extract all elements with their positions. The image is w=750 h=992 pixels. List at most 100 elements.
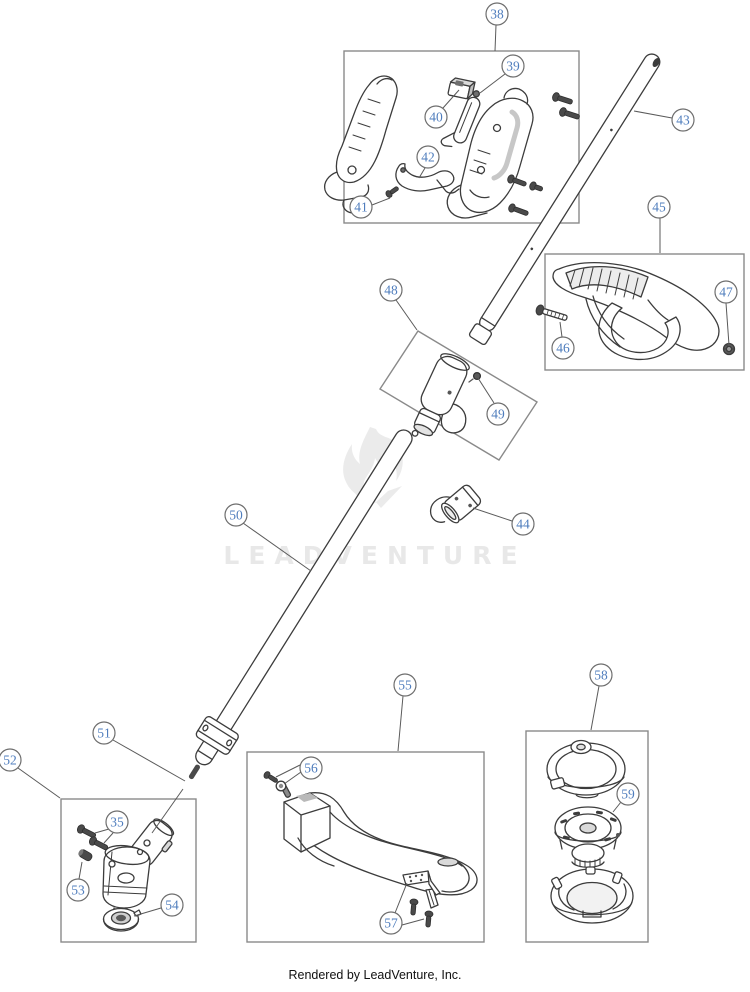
callout-circle-44[interactable] xyxy=(511,512,535,536)
callout-55[interactable]: 55 xyxy=(393,673,417,697)
callout-54[interactable]: 54 xyxy=(160,893,184,917)
leader-line-50 xyxy=(242,522,312,572)
callout-51[interactable]: 51 xyxy=(92,721,116,745)
callout-circle-40[interactable] xyxy=(424,105,448,129)
callout-number-39: 39 xyxy=(506,59,520,74)
callout-circle-56[interactable] xyxy=(299,756,323,780)
leader-line-53 xyxy=(78,861,83,880)
callout-38[interactable]: 38 xyxy=(485,2,509,26)
shaft-clamp xyxy=(195,715,240,756)
callout-59[interactable]: 59 xyxy=(616,782,640,806)
callout-circle-42[interactable] xyxy=(416,145,440,169)
leader-line-56 xyxy=(275,764,301,778)
group-box-52 xyxy=(60,798,197,943)
callout-circle-49[interactable] xyxy=(486,402,510,426)
callout-circle-50[interactable] xyxy=(224,503,248,527)
callout-circle-57[interactable] xyxy=(379,911,403,935)
callout-40[interactable]: 40 xyxy=(424,105,448,129)
callout-39[interactable]: 39 xyxy=(501,54,525,78)
callout-circle-54[interactable] xyxy=(160,893,184,917)
callout-circle-38[interactable] xyxy=(485,2,509,26)
callout-number-48: 48 xyxy=(384,283,398,298)
callout-circle-47[interactable] xyxy=(714,280,738,304)
callout-57[interactable]: 57 xyxy=(379,911,403,935)
dust-washer xyxy=(104,909,142,932)
group-box-55 xyxy=(246,751,485,943)
coupler-assembly xyxy=(407,350,490,448)
handle-nut xyxy=(724,344,735,355)
callout-circle-53[interactable] xyxy=(66,878,90,902)
handle-bolt xyxy=(535,304,568,323)
guard-screw xyxy=(263,770,279,784)
leader-line-43 xyxy=(633,110,673,119)
callout-42[interactable]: 42 xyxy=(416,145,440,169)
callout-48[interactable]: 48 xyxy=(379,278,403,302)
callout-circle-59[interactable] xyxy=(616,782,640,806)
callout-44[interactable]: 44 xyxy=(511,512,535,536)
callout-number-57: 57 xyxy=(384,916,398,931)
callout-number-49: 49 xyxy=(491,407,505,422)
callout-52[interactable]: 52 xyxy=(0,748,22,772)
guard-shield xyxy=(281,784,477,895)
callout-47[interactable]: 47 xyxy=(714,280,738,304)
leader-line-42 xyxy=(418,167,426,179)
callout-circle-46[interactable] xyxy=(551,336,575,360)
switch-screw xyxy=(385,185,400,199)
callout-46[interactable]: 46 xyxy=(551,336,575,360)
callout-circle-51[interactable] xyxy=(92,721,116,745)
callout-58[interactable]: 58 xyxy=(589,663,613,687)
callout-circle-39[interactable] xyxy=(501,54,525,78)
leader-line-40 xyxy=(442,89,460,109)
callout-circle-58[interactable] xyxy=(589,663,613,687)
hanger-clamp xyxy=(425,478,482,533)
gearbox-assembly xyxy=(103,816,180,920)
bump-cap xyxy=(551,867,633,923)
leader-line-41 xyxy=(371,197,391,206)
callout-53[interactable]: 53 xyxy=(66,878,90,902)
guard-washer xyxy=(276,781,286,791)
callout-number-54: 54 xyxy=(165,898,179,913)
group-box-48 xyxy=(379,330,538,461)
callout-50[interactable]: 50 xyxy=(224,503,248,527)
callout-circle-41[interactable] xyxy=(349,195,373,219)
bracket-screws xyxy=(409,899,433,928)
callout-number-50: 50 xyxy=(229,508,243,523)
leader-line-35 xyxy=(94,828,110,834)
trimmer-spool xyxy=(555,807,621,867)
callout-56[interactable]: 56 xyxy=(299,756,323,780)
callout-circle-52[interactable] xyxy=(0,748,22,772)
callout-49[interactable]: 49 xyxy=(486,402,510,426)
callout-45[interactable]: 45 xyxy=(647,195,671,219)
watermark-text: LEADVENTURE xyxy=(223,541,526,570)
leadventure-watermark: LEADVENTURE xyxy=(223,427,526,570)
callout-circle-35[interactable] xyxy=(105,810,129,834)
trigger-lever xyxy=(396,164,459,193)
leader-line-49 xyxy=(477,377,495,404)
callout-number-38: 38 xyxy=(490,7,504,22)
leader-line-44 xyxy=(472,507,513,522)
leader-line-51 xyxy=(112,739,186,782)
housing-screws xyxy=(507,92,581,218)
callout-number-46: 46 xyxy=(556,341,570,356)
callout-35[interactable]: 35 xyxy=(105,810,129,834)
leader-line-57 xyxy=(394,882,408,914)
callout-number-43: 43 xyxy=(676,113,690,128)
callout-41[interactable]: 41 xyxy=(349,195,373,219)
callout-43[interactable]: 43 xyxy=(671,108,695,132)
callout-number-59: 59 xyxy=(621,787,635,802)
leader-line-59 xyxy=(612,801,622,813)
leader-line-38 xyxy=(494,24,497,52)
callout-number-51: 51 xyxy=(97,726,111,741)
callout-number-52: 52 xyxy=(3,753,17,768)
callout-circle-48[interactable] xyxy=(379,278,403,302)
callout-number-53: 53 xyxy=(71,883,85,898)
callout-number-41: 41 xyxy=(354,200,368,215)
callout-circle-45[interactable] xyxy=(647,195,671,219)
callout-circle-43[interactable] xyxy=(671,108,695,132)
callout-circle-55[interactable] xyxy=(393,673,417,697)
callout-number-35: 35 xyxy=(110,815,124,830)
leader-line-56 xyxy=(283,771,302,785)
callout-number-42: 42 xyxy=(421,150,435,165)
